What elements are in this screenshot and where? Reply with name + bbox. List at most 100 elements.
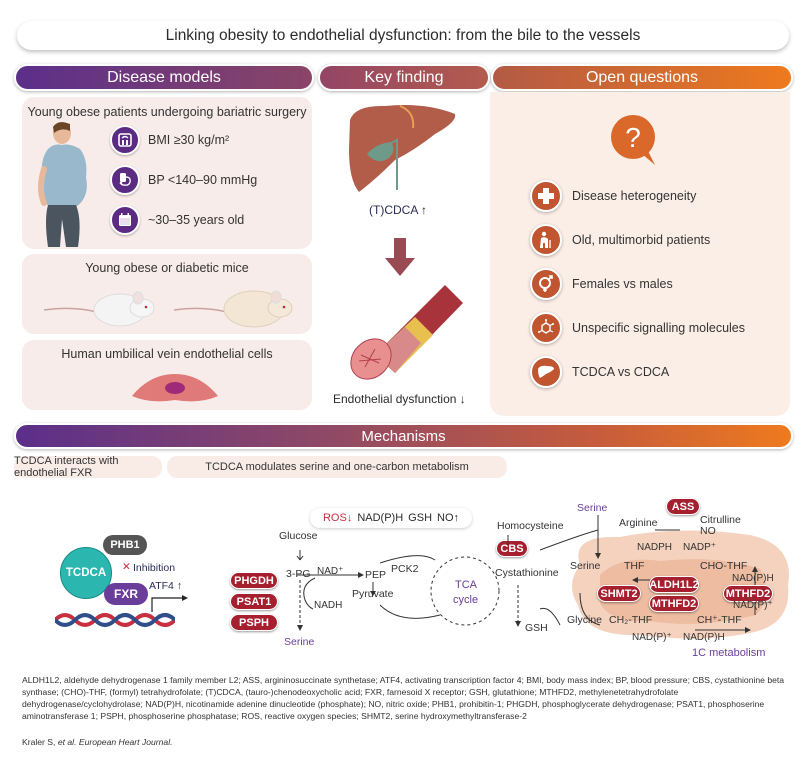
- criterion-text: BP <140–90 mmHg: [148, 173, 258, 187]
- nad-plus-label: NAD⁺: [317, 566, 344, 577]
- homocysteine-label: Homocysteine: [497, 520, 564, 532]
- enzyme-cbs: CBS: [496, 540, 528, 557]
- criterion-text: BMI ≥30 kg/m²: [148, 133, 230, 147]
- criterion-bmi: BMI ≥30 kg/m²: [110, 125, 229, 155]
- pyruvate-label: Pyruvate: [352, 588, 394, 600]
- gsh-label: GSH: [525, 622, 548, 634]
- atf4-text: ATF4: [149, 580, 174, 592]
- enzyme-mthfd2-center: MTHFD2: [649, 595, 699, 612]
- effects-pill: ROS↓ NAD(P)H GSH NO↑: [310, 508, 472, 528]
- enzyme-ass: ASS: [666, 498, 700, 515]
- citation-etal: et al.: [57, 737, 77, 747]
- tca-label: TCA: [455, 579, 477, 591]
- ch2-thf-label: CH₂-THF: [609, 614, 653, 626]
- nadp-plus-right-label: NAD(P)⁺: [733, 600, 773, 611]
- cycle-label: cycle: [453, 594, 479, 606]
- serine-top-label: Serine: [577, 502, 608, 514]
- no-product-label: NO: [700, 525, 716, 537]
- patients-panel: Young obese patients undergoing bariatri…: [22, 97, 312, 249]
- open-question-item: Unspecific signalling molecules: [530, 312, 745, 344]
- criterion-text: ~30–35 years old: [148, 213, 245, 227]
- liver-illustration: [349, 105, 456, 192]
- open-question-item: Females vs males: [530, 268, 673, 300]
- liver-icon: [530, 356, 562, 388]
- mice-title: Young obese or diabetic mice: [85, 261, 249, 275]
- nadh-label: NADH: [314, 600, 343, 611]
- enzyme-aldh1l2: ALDH1L2: [649, 576, 699, 593]
- enzyme-psat1: PSAT1: [230, 593, 278, 610]
- nadph-1c-label: NADPH: [637, 542, 673, 553]
- blood-vessel-illustration: [350, 285, 463, 380]
- gsh-effect-label: GSH: [408, 512, 433, 524]
- cells-title: Human umbilical vein endothelial cells: [61, 347, 273, 361]
- one-carbon-arrows: [507, 515, 758, 633]
- glucose-label: Glucose: [279, 530, 318, 542]
- open-question-text: Females vs males: [572, 277, 673, 291]
- page-title: Linking obesity to endothelial dysfuncti…: [17, 21, 789, 50]
- cho-thf-label: CHO-THF: [700, 560, 748, 572]
- fxr-mechanism-diagram: [55, 613, 175, 627]
- serine-mito-label: Serine: [570, 560, 601, 572]
- nadph-top-right-label: NAD(P)H: [732, 573, 774, 584]
- tcdca-text: (T)CDCA: [369, 203, 418, 217]
- cystathionine-label: Cystathionine: [495, 567, 559, 579]
- molecule-icon: [530, 312, 562, 344]
- open-question-text: TCDCA vs CDCA: [572, 365, 670, 379]
- atf4-label: ATF4 ↑: [149, 580, 182, 592]
- serine-glycolysis-label: Serine: [284, 636, 315, 648]
- transcription-arrow-icon: [151, 595, 188, 612]
- nadph-bottom-label: NAD(P)H: [683, 632, 725, 643]
- citation: Kraler S, et al. European Heart Journal.: [22, 737, 173, 747]
- open-question-text: Unspecific signalling molecules: [572, 321, 745, 335]
- arginine-label: Arginine: [619, 517, 658, 529]
- blood-pressure-icon: [110, 165, 140, 195]
- citation-authors: Kraler S,: [22, 737, 58, 747]
- question-bubble-icon: ?: [611, 115, 655, 165]
- pep-label: PEP: [365, 569, 387, 581]
- tcdca-label: (T)CDCA ↑: [369, 203, 427, 217]
- ros-label: ROS↓: [322, 512, 353, 524]
- open-question-text: Disease heterogeneity: [572, 189, 697, 203]
- ch-thf-label: CH⁺-THF: [697, 614, 742, 626]
- up-arrow-icon: ↑: [421, 203, 428, 217]
- thf-label: THF: [624, 560, 645, 572]
- cells-panel: Human umbilical vein endothelial cells: [22, 340, 312, 410]
- calendar-icon: [110, 205, 140, 235]
- endothelial-dysfunction-label: Endothelial dysfunction ↓: [333, 392, 466, 406]
- up-arrow-icon: ↑: [176, 580, 183, 592]
- nadp-plus-1c-label: NADP⁺: [683, 542, 717, 553]
- enzyme-phgdh: PHGDH: [230, 572, 278, 589]
- citation-journal: European Heart Journal.: [76, 737, 173, 747]
- 3pg-label: 3-PG: [286, 568, 311, 580]
- mouse-obese-illustration: [173, 290, 293, 328]
- obese-patient-illustration: [38, 122, 87, 247]
- citrulline-label: Citrulline: [700, 514, 741, 526]
- open-question-item: Old, multimorbid patients: [530, 224, 710, 256]
- fxr-protein: FXR: [104, 583, 148, 605]
- open-question-text: Old, multimorbid patients: [572, 233, 711, 247]
- header-disease-models: Disease models: [14, 64, 314, 91]
- nadph-effect-label: NAD(P)H: [357, 512, 404, 524]
- open-question-item: TCDCA vs CDCA: [530, 356, 669, 388]
- mouse-white-illustration: [43, 291, 155, 327]
- pck2-label: PCK2: [391, 563, 419, 575]
- down-arrow-icon: [385, 238, 415, 276]
- mechanisms-header: Mechanisms: [14, 423, 793, 449]
- abbreviations-footnote: ALDH1L2, aldehyde dehydrogenase 1 family…: [22, 675, 785, 721]
- elderly-person-icon: [530, 224, 562, 256]
- medical-cross-icon: [530, 180, 562, 212]
- 1c-metabolism-label: 1C metabolism: [692, 647, 766, 659]
- open-question-item: Disease heterogeneity: [530, 180, 696, 212]
- inhibition-mark: ✕: [122, 561, 131, 573]
- tcdca-molecule: TCDCA: [60, 547, 112, 599]
- patients-title: Young obese patients undergoing bariatri…: [27, 105, 307, 119]
- phb1-protein: PHB1: [103, 535, 147, 555]
- down-arrow-small-icon: ↓: [459, 392, 466, 406]
- enzyme-psph: PSPH: [230, 614, 278, 631]
- no-label: NO↑: [437, 512, 460, 524]
- fxr-subtitle: TCDCA interacts with endothelial FXR: [14, 455, 162, 479]
- mice-panel: Young obese or diabetic mice: [22, 254, 312, 334]
- criterion-age: ~30–35 years old: [110, 205, 244, 235]
- nadp-plus-bottom-label: NAD(P)⁺: [632, 632, 672, 643]
- endothelial-cell-illustration: [132, 374, 218, 402]
